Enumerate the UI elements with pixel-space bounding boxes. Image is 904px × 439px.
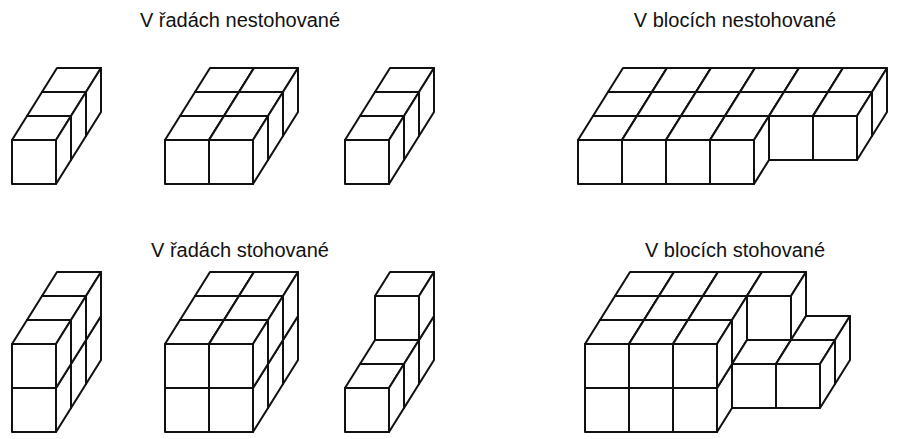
cube-front <box>673 388 717 432</box>
cube-side <box>717 320 732 388</box>
section-heading: V řadách nestohované <box>140 8 340 32</box>
cube-front <box>666 140 710 184</box>
cube-front <box>578 140 622 184</box>
cube-front <box>165 388 209 432</box>
cube-side <box>419 272 434 340</box>
cube-side <box>389 116 404 184</box>
cube-front <box>776 364 820 408</box>
cube-front <box>629 388 673 432</box>
cube-side <box>857 92 872 160</box>
cube-side <box>268 296 283 364</box>
section-heading: V řadách stohované <box>151 238 329 262</box>
cube-front <box>710 140 754 184</box>
cube-front <box>12 388 56 432</box>
cube-side <box>389 364 404 432</box>
cube-side <box>253 320 268 388</box>
cube-side <box>404 340 419 408</box>
cube-front <box>673 344 717 388</box>
cube-front <box>345 388 389 432</box>
cube-side <box>71 92 86 160</box>
cube-front <box>585 344 629 388</box>
cube-front <box>12 344 56 388</box>
cube-front <box>165 344 209 388</box>
cube-front <box>209 140 253 184</box>
cube-front <box>585 388 629 432</box>
cube-front <box>345 140 389 184</box>
cube-side <box>404 92 419 160</box>
cube-front <box>209 388 253 432</box>
section-heading: V blocích nestohované <box>634 8 836 32</box>
cube-front <box>622 140 666 184</box>
cube-side <box>86 68 101 136</box>
cube-side <box>283 68 298 136</box>
section-heading: V blocích stohované <box>645 238 825 262</box>
cube-side <box>872 68 887 136</box>
cube-front <box>747 296 791 340</box>
cube-side <box>71 296 86 364</box>
cube-front <box>813 116 857 160</box>
cube-side <box>86 272 101 340</box>
cube-front <box>629 344 673 388</box>
cube-side <box>253 116 268 184</box>
cube-front <box>375 296 419 340</box>
cube-side <box>835 316 850 384</box>
cube-front <box>165 140 209 184</box>
cube-front <box>12 140 56 184</box>
cube-side <box>56 116 71 184</box>
cube-side <box>56 320 71 388</box>
cube-side <box>820 340 835 408</box>
cube-side <box>419 68 434 136</box>
cube-side <box>754 116 769 184</box>
cube-front <box>769 116 813 160</box>
cube-side <box>283 272 298 340</box>
cube-side <box>268 92 283 160</box>
cube-front <box>732 364 776 408</box>
cube-front <box>209 344 253 388</box>
